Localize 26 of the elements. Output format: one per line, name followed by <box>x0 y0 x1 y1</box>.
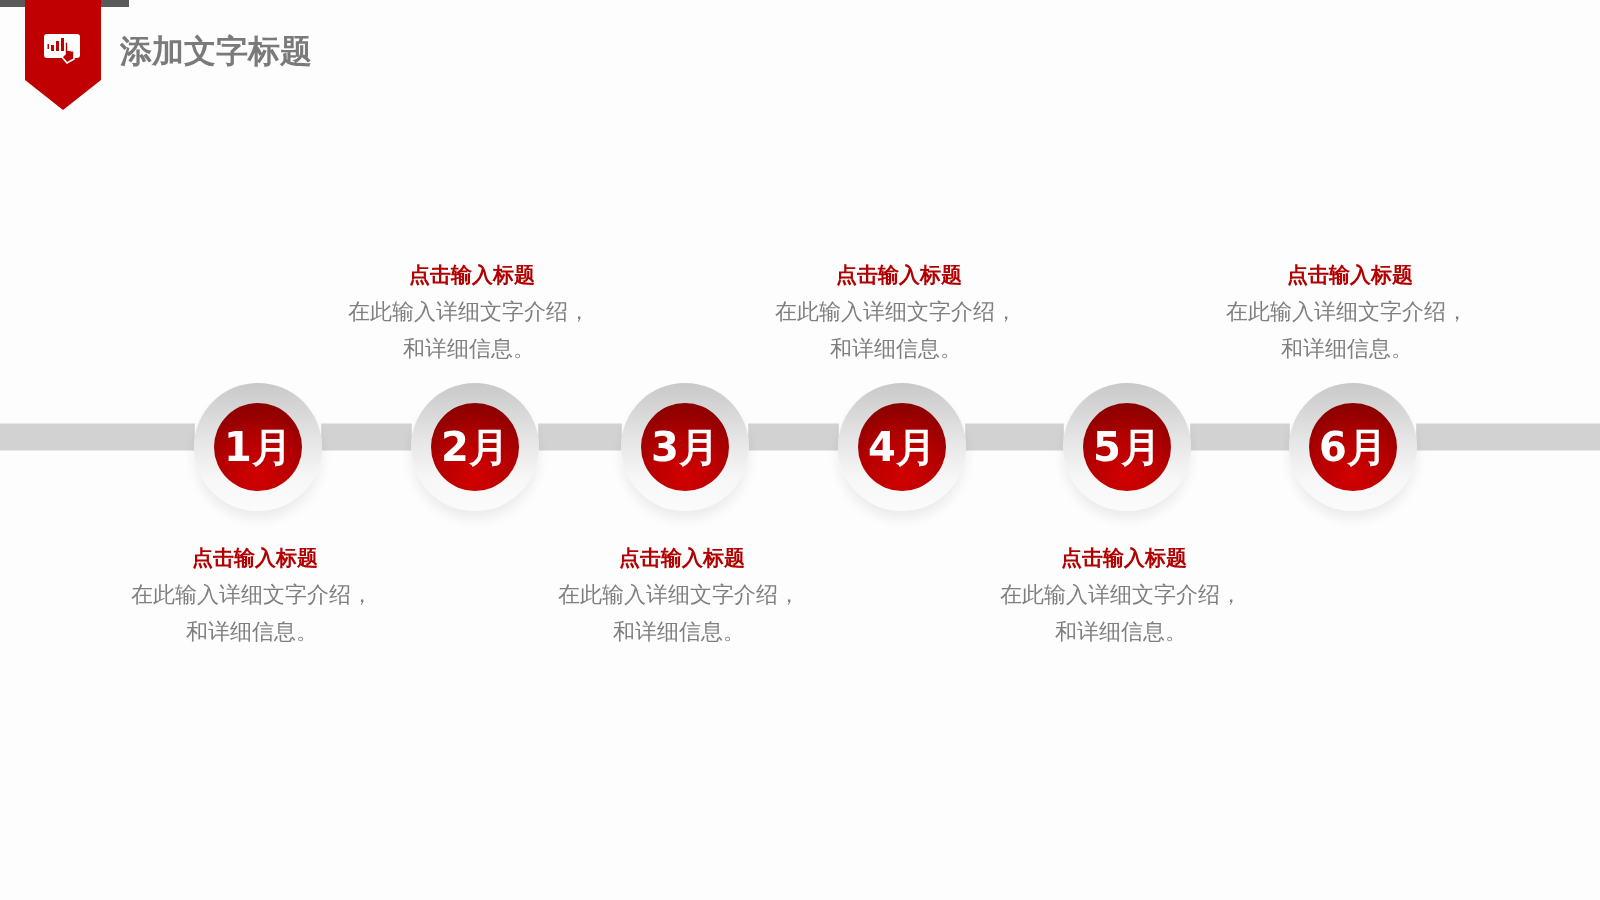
timeline-band <box>0 423 195 451</box>
step-description: 在此输入详细文字介绍，和详细信息。 <box>999 581 1243 646</box>
timeline-band <box>321 423 412 451</box>
step-title: 点击输入标题 <box>1060 545 1188 572</box>
timeline-band <box>1190 423 1290 451</box>
month-circle: 6月 <box>1309 403 1397 491</box>
timeline-band <box>538 423 622 451</box>
step-title: 点击输入标题 <box>835 262 963 289</box>
month-circle: 1月 <box>214 403 302 491</box>
timeline-band <box>965 423 1064 451</box>
step-description: 在此输入详细文字介绍，和详细信息。 <box>1225 298 1469 363</box>
step-title: 点击输入标题 <box>408 262 536 289</box>
step-title: 点击输入标题 <box>191 545 319 572</box>
step-title: 点击输入标题 <box>1286 262 1414 289</box>
step-description: 在此输入详细文字介绍，和详细信息。 <box>130 581 374 646</box>
month-circle: 2月 <box>431 403 519 491</box>
step-description: 在此输入详细文字介绍，和详细信息。 <box>347 298 591 363</box>
month-circle: 3月 <box>641 403 729 491</box>
step-title: 点击输入标题 <box>618 545 746 572</box>
timeline-band <box>1416 423 1600 451</box>
page-title: 添加文字标题 <box>120 31 312 72</box>
step-description: 在此输入详细文字介绍，和详细信息。 <box>774 298 1018 363</box>
month-circle: 4月 <box>858 403 946 491</box>
step-description: 在此输入详细文字介绍，和详细信息。 <box>557 581 801 646</box>
month-circle: 5月 <box>1083 403 1171 491</box>
timeline-band <box>748 423 839 451</box>
